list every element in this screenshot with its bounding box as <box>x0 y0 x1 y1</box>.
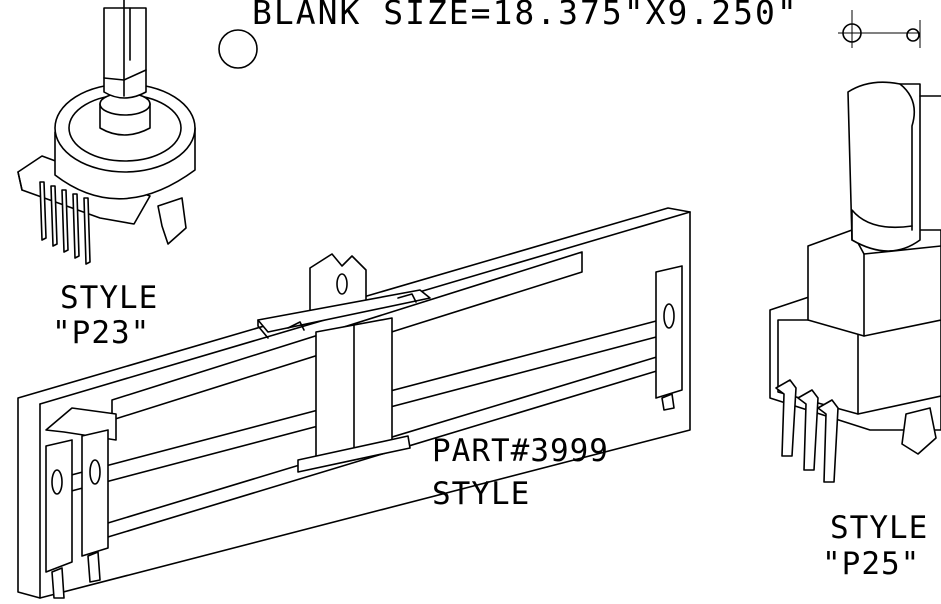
blank-size-header: BLANK SIZE=18.375"X9.250" <box>252 0 799 32</box>
p23-potentiometer-drawing <box>17 0 196 265</box>
p23-style-label: STYLE <box>60 280 158 316</box>
slide-potentiometer-drawing <box>17 207 691 599</box>
p25-potentiometer-drawing <box>769 81 941 483</box>
slider-style-label: STYLE <box>432 476 530 512</box>
slider-part-label: PART#3999 <box>432 433 609 469</box>
corner-register-mark <box>838 10 921 48</box>
registration-circle <box>218 29 258 69</box>
p23-style-name: "P23" <box>52 315 150 351</box>
p25-style-name: "P25" <box>822 546 920 582</box>
p25-style-label: STYLE <box>830 510 928 546</box>
